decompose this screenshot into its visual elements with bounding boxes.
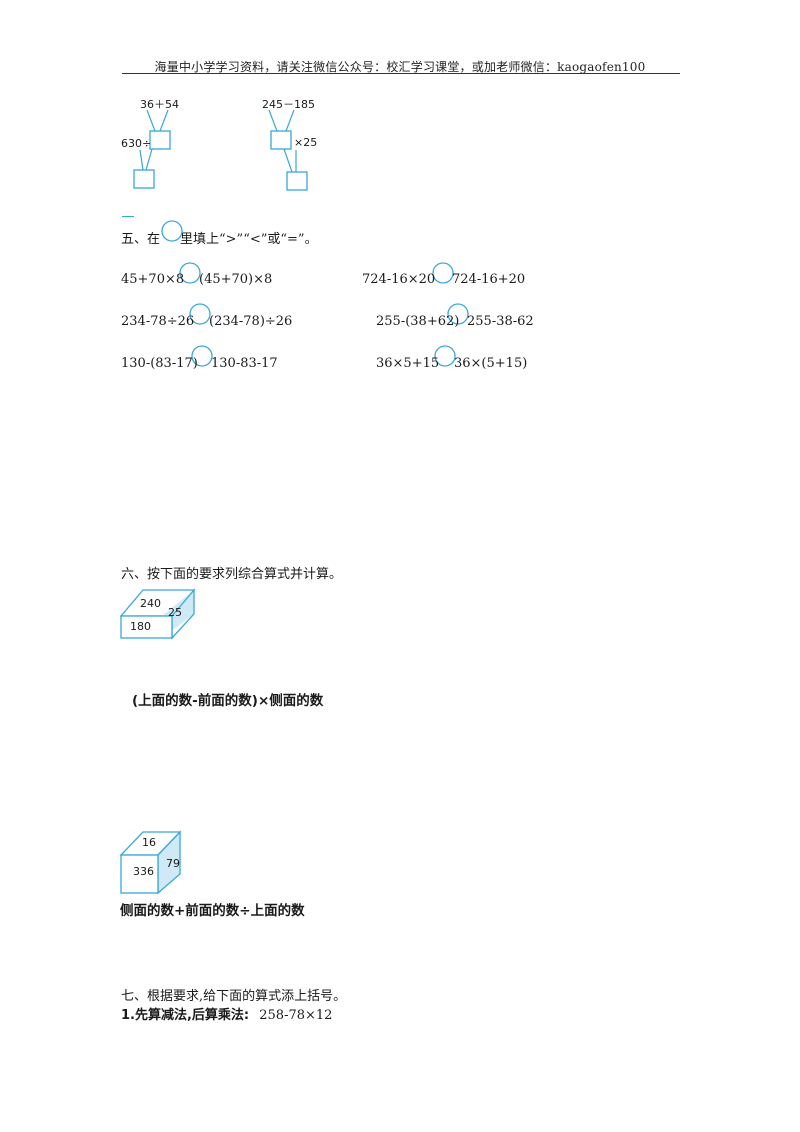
compare-row4-right: 255-38-62 (467, 314, 534, 329)
compare-row1-left: 45+70×8 (121, 272, 185, 287)
cube1-side-value: 25 (168, 606, 182, 619)
tree1-upper-box (149, 130, 171, 150)
tree2-top-expression: 245－185 (262, 98, 315, 111)
tree1-side-expression: 630÷ (121, 137, 152, 150)
compare-row2-left: 724-16×20 (362, 272, 436, 287)
tree1-lower-box (133, 169, 155, 189)
section7-item1-label: 1.先算减法,后算乘法: (121, 1008, 250, 1023)
section7-title: 七、根据要求,给下面的算式添上括号。 (121, 989, 347, 1004)
section7-item1-expression: 258-78×12 (259, 1008, 333, 1023)
formula-1: (上面的数-前面的数)×侧面的数 (132, 693, 324, 709)
page-header-text: 海量中小学学习资料，请关注微信公众号：校汇学习课堂，或加老师微信：kaogaof… (154, 60, 646, 74)
compare-row6-right: 36×(5+15) (454, 356, 528, 371)
compare-row4-left: 255-(38+62) (376, 314, 460, 329)
cube2-side-value: 79 (166, 857, 180, 870)
section7-item1: 1.先算减法,后算乘法: 258-78×12 (121, 1004, 332, 1023)
section6-title: 六、按下面的要求列综合算式并计算。 (121, 567, 343, 582)
compare-circle-2 (432, 262, 454, 284)
cube2-top-value: 16 (142, 836, 156, 849)
compare-row5-right: 130-83-17 (211, 356, 278, 371)
tree2-lower-box (286, 171, 308, 191)
tree2-side-expression: ×25 (294, 136, 318, 149)
compare-row6-left: 36×5+15 (376, 356, 440, 371)
compare-row3-left: 234-78÷26 (121, 314, 195, 329)
tree1-top-expression: 36＋54 (140, 98, 179, 111)
cube1-front-value: 180 (130, 620, 151, 633)
compare-row5-left: 130-(83-17) (121, 356, 198, 371)
formula-2: 侧面的数+前面的数÷上面的数 (120, 903, 305, 919)
compare-row3-right: (234-78)÷26 (209, 314, 293, 329)
section5-title: 五、在 里填上“>”“<”或“=”。 (121, 228, 318, 247)
compare-row2-right: 724-16+20 (452, 272, 526, 287)
cube2-front-value: 336 (133, 865, 154, 878)
tree2-upper-box (270, 130, 292, 150)
header-divider (122, 73, 680, 74)
compare-row1-right: (45+70)×8 (199, 272, 273, 287)
section5-title-pre: 五、在 (121, 232, 161, 247)
section5-title-post: 里填上“>”“<”或“=”。 (180, 232, 318, 247)
blue-underline-mark (122, 216, 134, 217)
cube1-top-value: 240 (140, 597, 161, 610)
